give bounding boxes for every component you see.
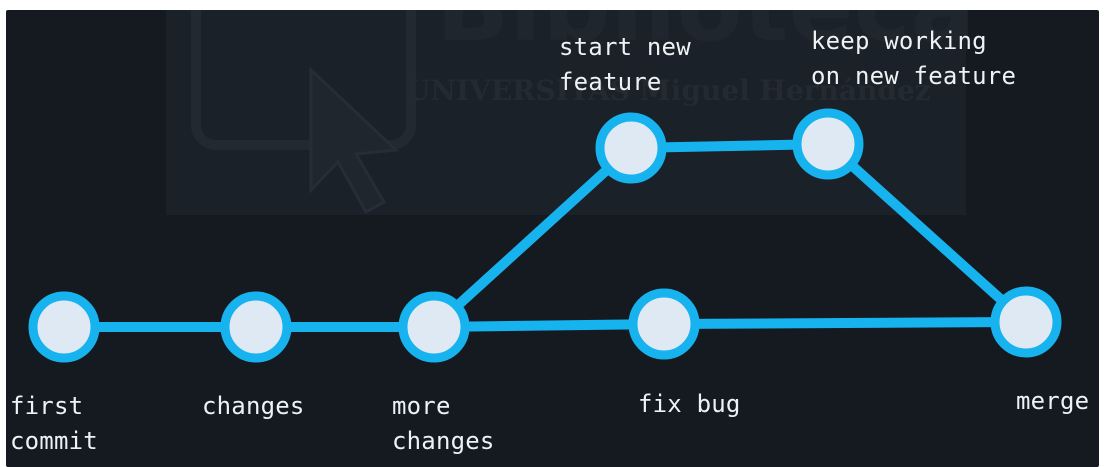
label-keep-working: keep working on new feature (811, 27, 1017, 90)
commit-node-first-commit (28, 291, 100, 363)
commit-node-start-new-feature (595, 112, 667, 184)
watermark-subtitle: UNIVERSITAS Miguel Hernández (406, 74, 931, 107)
main-branch-line-3 (659, 317, 1031, 329)
feature-branch-line-1 (429, 143, 636, 332)
label-first-commit: first commit (10, 392, 98, 455)
watermark-logo-frame (191, 10, 416, 150)
commit-node-keep-working (792, 108, 864, 180)
watermark-cursor-icon (309, 66, 400, 215)
commit-node-merge (990, 286, 1062, 358)
label-changes: changes (202, 392, 305, 420)
label-fix-bug: fix bug (638, 390, 741, 418)
commit-node-fix-bug (628, 288, 700, 360)
commit-node-more-changes (398, 291, 470, 363)
label-more-changes: more changes (392, 392, 495, 455)
commit-node-changes (220, 291, 292, 363)
git-branch-diagram: Biblioteca UNIVERSITAS Miguel Hernández (6, 10, 1099, 467)
watermark-title: Biblioteca (436, 10, 975, 63)
label-merge: merge (1016, 387, 1090, 415)
commit-graph (28, 108, 1062, 363)
main-branch-line-2 (429, 319, 669, 332)
feature-branch-line-3 (823, 139, 1031, 327)
label-start-new-feature: start new feature (559, 33, 691, 96)
